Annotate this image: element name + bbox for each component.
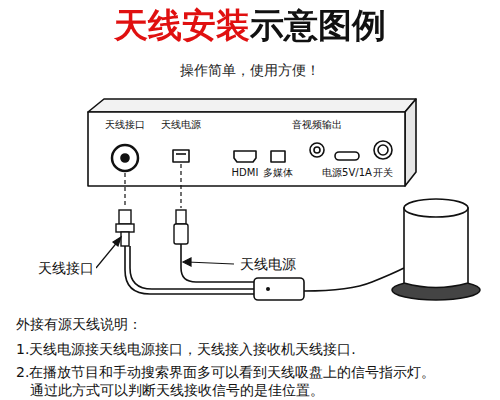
arrowhead	[183, 258, 191, 266]
subtitle: 操作简单，使用方便！	[180, 62, 320, 78]
title: 天线安装示意图例	[114, 6, 386, 45]
usb-port	[173, 150, 189, 162]
cable	[304, 268, 404, 291]
note-heading: 外接有源天线说明：	[16, 316, 142, 332]
arrowhead	[113, 237, 121, 246]
port-label: 天线接口	[105, 119, 145, 131]
antenna-port	[112, 145, 138, 171]
callout-label: 天线接口	[36, 260, 96, 276]
port-label: 开关	[373, 167, 393, 179]
note-text: 1.天线电源接天线电源接口，天线接入接收机天线接口.	[16, 341, 356, 357]
antenna-top	[404, 199, 468, 217]
control-box	[254, 278, 304, 300]
indicator-led	[266, 287, 270, 291]
power-switch-inner	[378, 145, 388, 155]
guide-line	[124, 173, 125, 208]
usb-plug	[174, 224, 188, 244]
antenna-body	[404, 208, 468, 288]
usbc-port	[335, 152, 359, 160]
receiver-top	[88, 99, 416, 112]
hdmi-port	[234, 151, 256, 162]
power-switch	[374, 141, 392, 159]
receiver-front	[88, 112, 405, 186]
usb-port	[271, 151, 285, 162]
port-label: 多媒体	[263, 167, 293, 179]
port-label: 天线电源	[161, 119, 201, 131]
av-jack	[310, 143, 324, 157]
coax-plug	[116, 224, 134, 232]
note-text: 2.在播放节目和手动搜索界面多可以看到天线吸盘上的信号指示灯。	[16, 364, 435, 380]
usb-plug	[176, 210, 186, 224]
coax-plug	[121, 232, 129, 246]
coax-plug	[119, 210, 131, 224]
antenna-port-pin	[121, 154, 129, 162]
usb-port-tongue	[176, 153, 186, 155]
av-jack-hole	[314, 147, 320, 153]
port-label: 音视频输出	[292, 119, 342, 131]
guide-line	[180, 164, 181, 208]
port-label: HDMI	[232, 167, 259, 179]
leader-line	[187, 262, 234, 264]
port-label: 电源5V/1A	[322, 167, 372, 179]
callout-label: 天线电源	[238, 256, 298, 272]
note-text: 通过此方式可以判断天线接收信号的是佳位置。	[30, 382, 324, 398]
cable	[125, 246, 254, 294]
receiver-side	[405, 99, 416, 186]
